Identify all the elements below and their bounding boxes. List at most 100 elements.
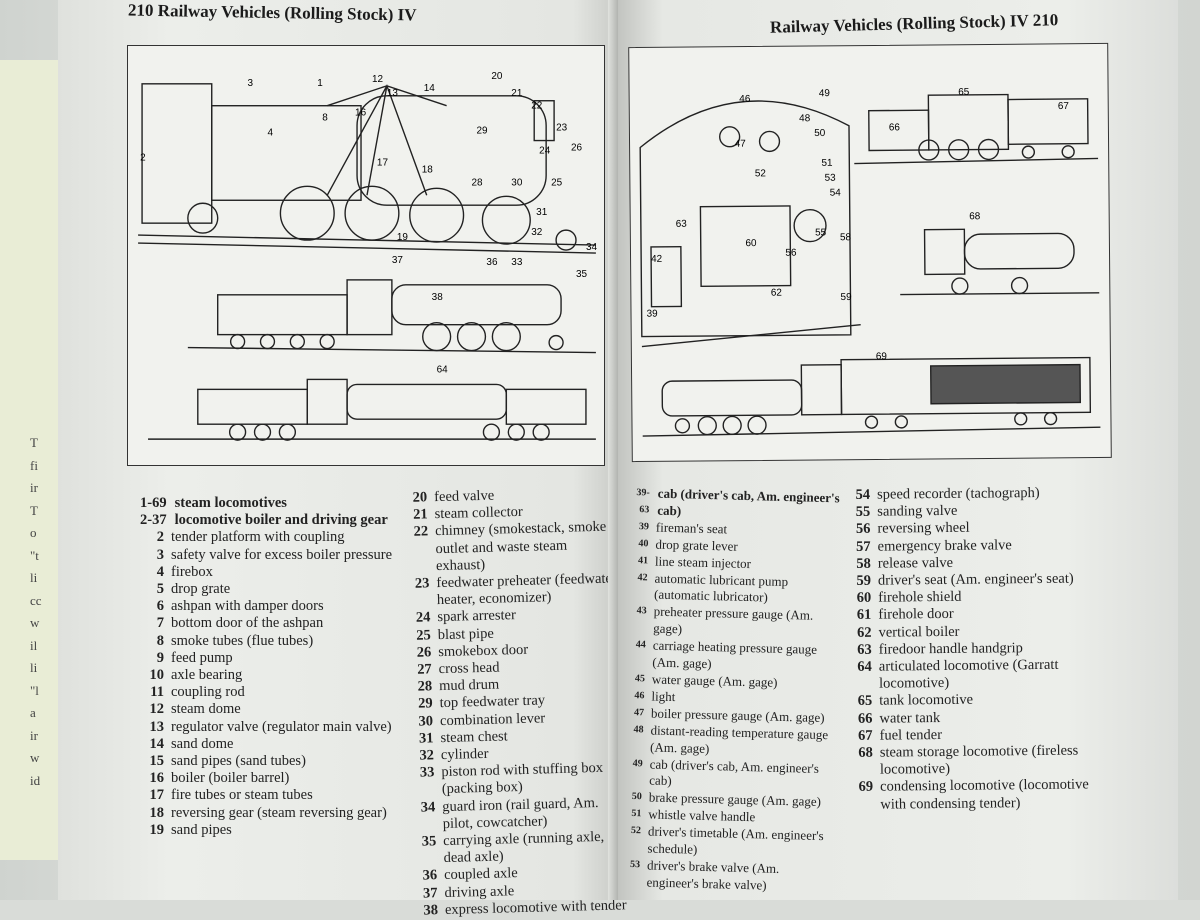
legend-number: 41 — [637, 554, 649, 567]
legend-number: 68 — [858, 744, 873, 761]
legend-text: smoke tubes (flue tubes) — [171, 632, 314, 649]
underlying-page-text: li — [30, 570, 38, 585]
legend-text: feed pump — [171, 649, 233, 666]
figure-callout-number: 60 — [745, 238, 757, 249]
legend-text: preheater pressure gauge (Am. gage) — [653, 603, 814, 637]
figure-callout-number: 25 — [551, 177, 563, 188]
legend-number: 47 — [633, 706, 645, 719]
figure-callout-number: 4 — [267, 128, 273, 139]
legend-number: 15 — [149, 753, 165, 770]
underlying-page-text: w — [30, 615, 40, 630]
legend-number: 19 — [149, 821, 165, 838]
legend-number: 38 — [423, 902, 439, 919]
legend-text: coupling rod — [171, 684, 245, 701]
legend-number: 3 — [156, 546, 164, 563]
legend-item: 8 smoke tubes (flue tubes) — [140, 633, 410, 650]
legend-number: 44 — [635, 639, 646, 651]
legend-text: locomotive boiler and driving gear — [174, 512, 388, 529]
legend-number: 11 — [150, 684, 164, 701]
figure-callout-number: 30 — [511, 177, 523, 188]
figure-callout-number: 48 — [799, 113, 811, 124]
figure-callout-number: 29 — [476, 126, 488, 137]
legend-number: 39-63 — [636, 487, 650, 516]
figure-callout-number: 26 — [571, 143, 583, 154]
figure-callout-number: 52 — [755, 168, 767, 179]
legend-number: 63 — [857, 641, 872, 658]
left-page-header: 210 Railway Vehicles (Rolling Stock) IV — [127, 0, 417, 25]
legend-number: 2 — [156, 529, 164, 546]
left-page: 210 Railway Vehicles (Rolling Stock) IV — [58, 0, 627, 918]
legend-item: 5 drop grate — [140, 581, 410, 598]
figure-callout-number: 66 — [889, 122, 901, 133]
legend-text: articulated locomotive (Garratt locomoti… — [878, 656, 1059, 692]
figure-callout-number: 3 — [248, 78, 254, 89]
figure-callout-number: 35 — [576, 269, 588, 280]
legend-text: carrying axle (running axle, dead axle) — [442, 828, 605, 867]
legend-number: 43 — [636, 605, 647, 617]
figure-callout-number: 39 — [647, 309, 659, 320]
legend-text: steam dome — [171, 701, 241, 718]
figure-callout-number: 8 — [322, 113, 328, 124]
legend-number: 49 — [632, 757, 643, 769]
legend-text: feedwater preheater (feedwater heater, e… — [436, 570, 617, 609]
figure-callout-number: 62 — [771, 288, 783, 299]
legend-item: 44 carriage heating pressure gauge (Am. g… — [629, 637, 840, 676]
figure-callout-number: 69 — [876, 351, 888, 362]
figure-callout-number: 56 — [785, 248, 797, 259]
legend-number: 9 — [156, 649, 164, 666]
legend-text: sand pipes — [171, 821, 232, 838]
legend-number: 8 — [156, 632, 164, 649]
legend-text: guard iron (rail guard, Am. pilot, cowca… — [442, 794, 599, 832]
legend-text: safety valve for excess boiler pressure — [171, 546, 393, 563]
legend-number: 37 — [422, 884, 438, 902]
legend-number: 4 — [156, 563, 164, 580]
legend-number: 55 — [855, 503, 871, 521]
figure-callout-number: 13 — [387, 88, 399, 99]
figure-callout-number: 36 — [486, 257, 498, 268]
legend-number: 60 — [856, 589, 872, 607]
legend-text: carriage heating pressure gauge (Am. gag… — [652, 637, 818, 672]
legend-text: firebox — [171, 563, 213, 580]
legend-text: drop grate — [171, 581, 231, 598]
figure-callout-number: 37 — [392, 255, 404, 266]
underlying-page-text: il — [30, 637, 38, 653]
legend-number: 5 — [156, 581, 164, 598]
figure-callout-number: 12 — [372, 74, 384, 85]
underlying-page-text: T — [30, 435, 38, 450]
legend-text: tender platform with coupling — [171, 529, 345, 546]
figure-callout-number: 65 — [958, 87, 970, 98]
legend-text: regulator valve (regulator main valve) — [171, 718, 392, 735]
legend-number: 12 — [149, 701, 165, 718]
legend-number: 26 — [416, 644, 432, 661]
right-page-header: Railway Vehicles (Rolling Stock) IV 210 — [769, 10, 1059, 37]
legend-text: cab (driver's cab, Am. engineer's cab) — [657, 485, 840, 519]
underlying-page-text: T — [30, 502, 38, 518]
legend-text: sand dome — [171, 735, 234, 752]
legend-text: boiler (boiler barrel) — [171, 770, 290, 787]
figure-callout-number: 18 — [422, 164, 434, 175]
legend-item: 2 tender platform with coupling — [140, 529, 410, 546]
legend-number: 52 — [630, 825, 642, 837]
underlying-page-text: ir — [30, 480, 38, 495]
legend-item: 3 safety valve for excess boiler pressure — [140, 547, 410, 564]
legend-number: 28 — [417, 678, 433, 695]
legend-number: 53 — [629, 858, 641, 871]
legend-number: 36 — [422, 867, 438, 885]
figure-callout-number: 67 — [1058, 101, 1070, 112]
legend-number: 22 — [413, 523, 429, 541]
underlying-page-text: a — [30, 705, 36, 720]
legend-number: 54 — [855, 486, 871, 503]
legend-text: steam locomotives — [174, 495, 287, 511]
legend-number: 29 — [417, 695, 433, 713]
